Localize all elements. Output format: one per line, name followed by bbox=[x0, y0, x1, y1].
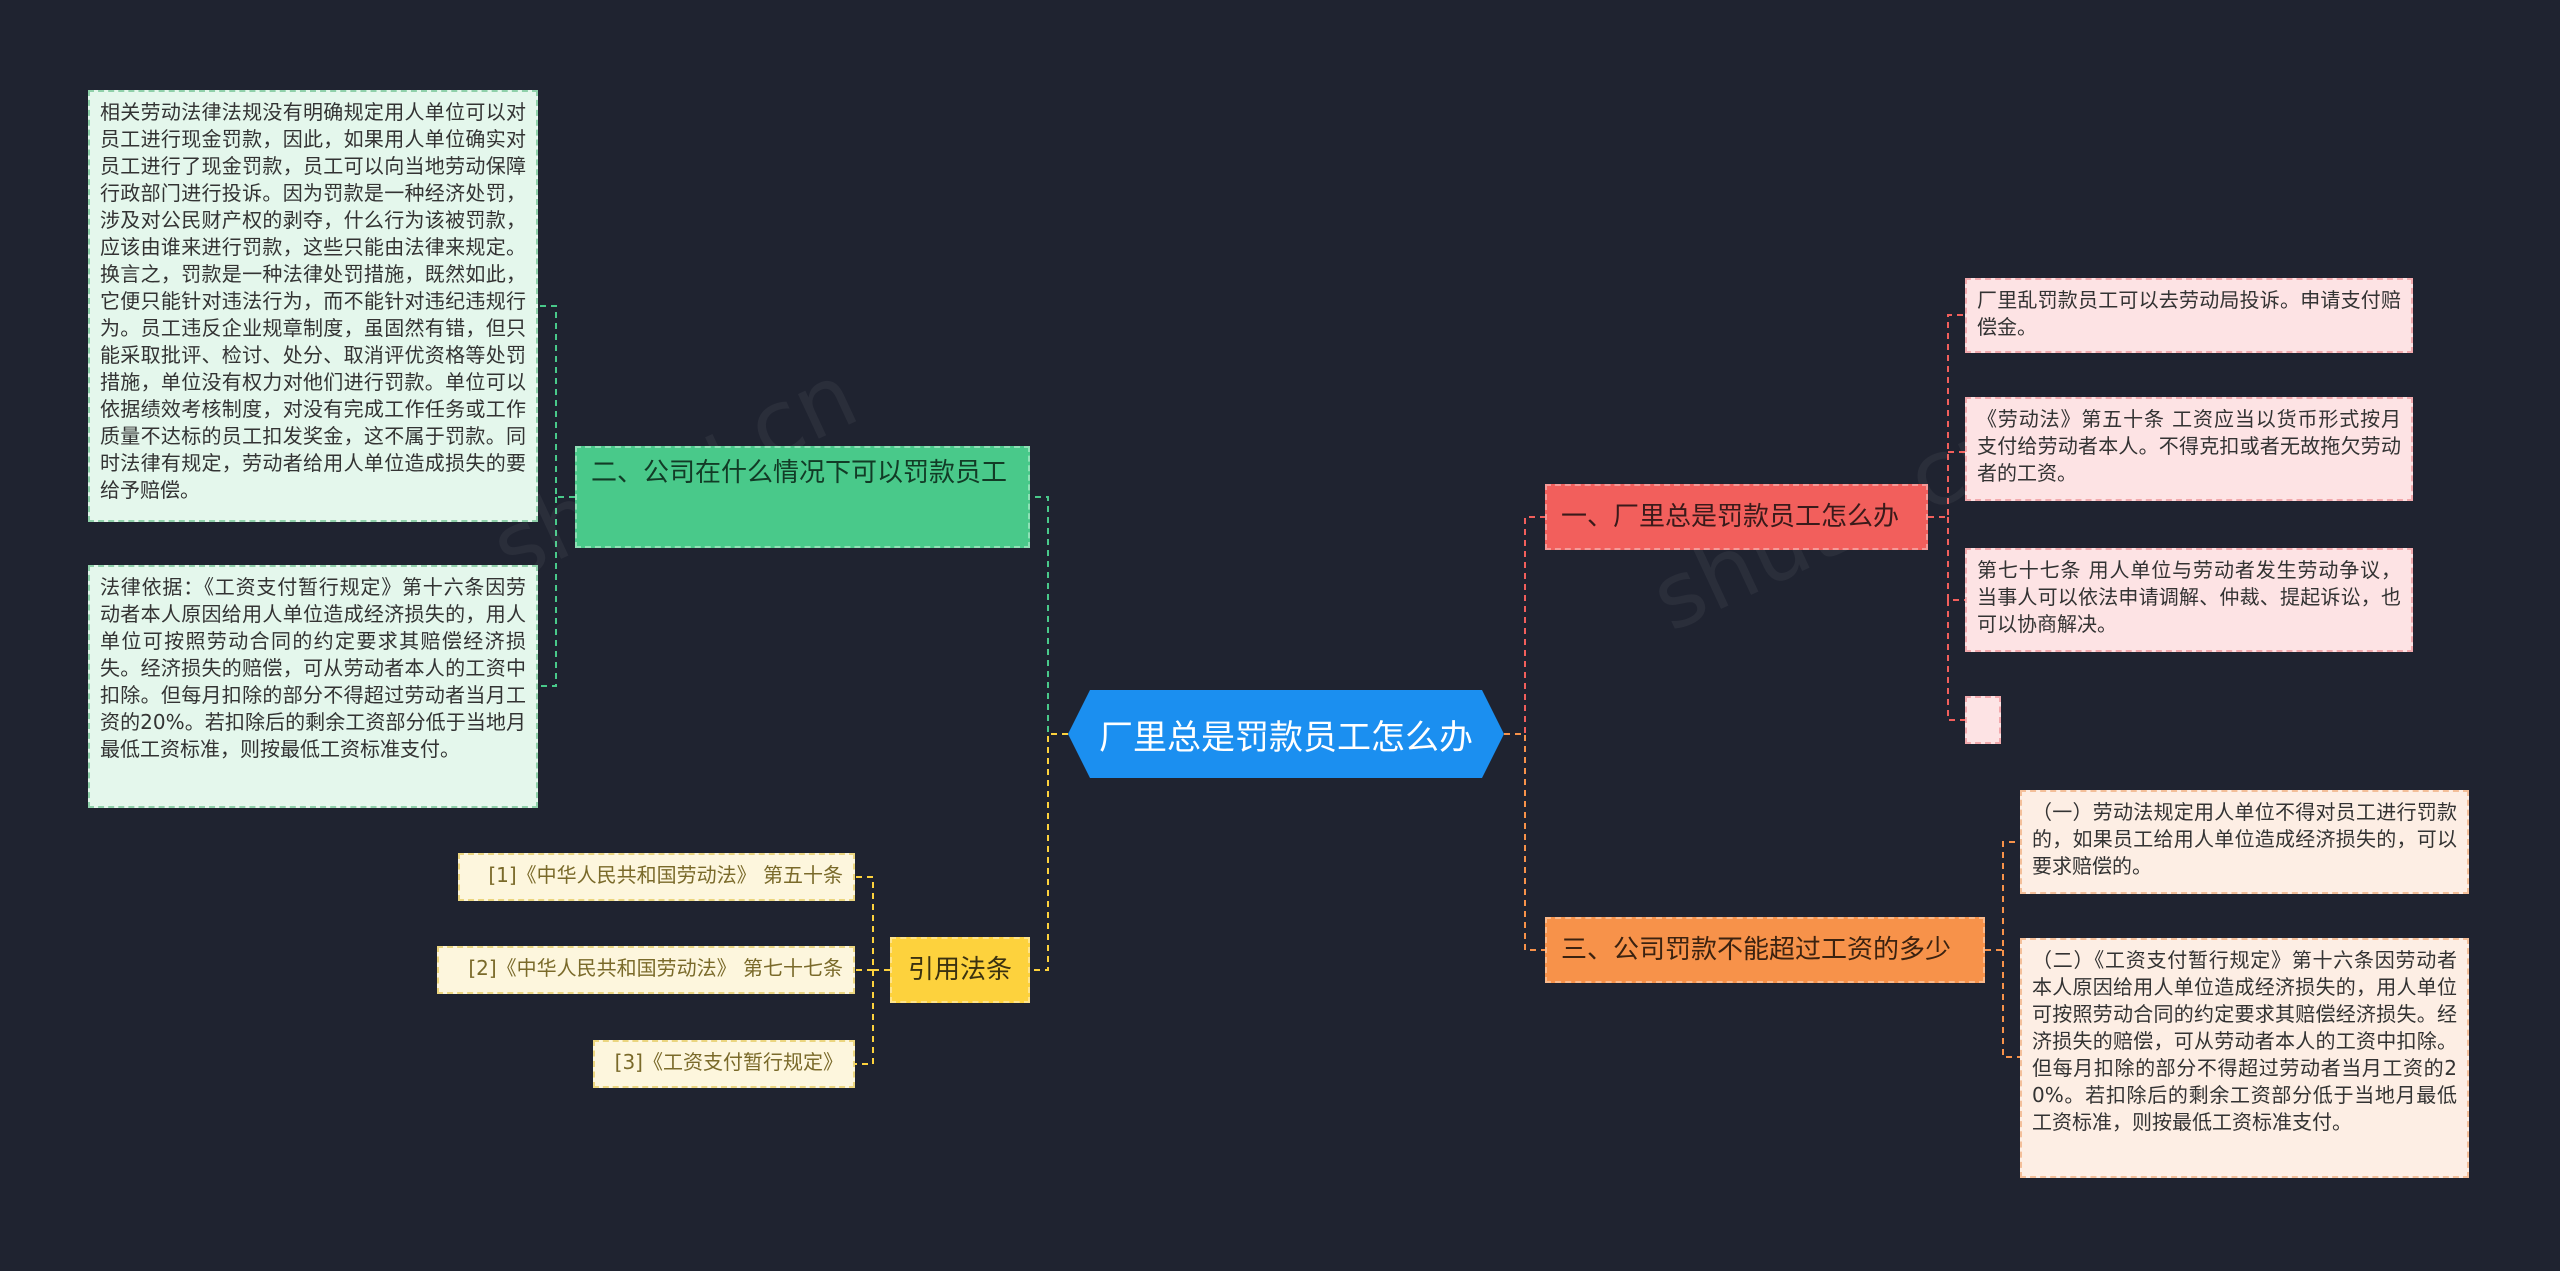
link-b3-o1 bbox=[1985, 841, 2020, 951]
leaf-o1[interactable]: （一）劳动法规定用人单位不得对员工进行罚款的，如果员工给用人单位造成经济损失的，… bbox=[2020, 790, 2469, 894]
leaf-r2-text: 《劳动法》第五十条 工资应当以货币形式按月支付给劳动者本人。不得克扣或者无故拖欠… bbox=[1977, 407, 2401, 485]
central-topic[interactable]: 厂里总是罚款员工怎么办 bbox=[1068, 690, 1504, 778]
central-topic-label: 厂里总是罚款员工怎么办 bbox=[1099, 717, 1473, 758]
leaf-r2[interactable]: 《劳动法》第五十条 工资应当以货币形式按月支付给劳动者本人。不得克扣或者无故拖欠… bbox=[1965, 397, 2413, 501]
leaf-o1-text: （一）劳动法规定用人单位不得对员工进行罚款的，如果员工给用人单位造成经济损失的，… bbox=[2032, 800, 2457, 878]
leaf-g1[interactable]: 相关劳动法律法规没有明确规定用人单位可以对员工进行现金罚款，因此，如果用人单位确… bbox=[88, 90, 538, 522]
leaf-o2-text: （二）《工资支付暂行规定》第十六条因劳动者本人原因给用人单位造成经济损失的，用人… bbox=[2032, 948, 2457, 1134]
leaf-y1-text: [1]《中华人民共和国劳动法》 第五十条 bbox=[488, 863, 843, 887]
branch-node-1[interactable]: 一、厂里总是罚款员工怎么办 bbox=[1545, 484, 1928, 550]
link-b3-o2 bbox=[2002, 950, 2020, 1058]
link-center-b2 bbox=[1030, 496, 1068, 735]
link-center-b1 bbox=[1504, 516, 1545, 735]
link-b4-y1 bbox=[855, 876, 890, 971]
leaf-y3-text: [3]《工资支付暂行规定》 bbox=[614, 1050, 843, 1074]
branch-node-3[interactable]: 三、公司罚款不能超过工资的多少 bbox=[1545, 917, 1985, 983]
leaf-r3[interactable]: 第七十七条 用人单位与劳动者发生劳动争议，当事人可以依法申请调解、仲裁、提起诉讼… bbox=[1965, 548, 2413, 652]
link-b2-g2 bbox=[538, 497, 557, 687]
leaf-y1[interactable]: [1]《中华人民共和国劳动法》 第五十条 bbox=[458, 853, 855, 901]
link-b1-r1 bbox=[1928, 314, 1965, 518]
branch-node-4[interactable]: 引用法条 bbox=[890, 937, 1030, 1003]
link-b1-r3 bbox=[1947, 517, 1965, 601]
branch-label-1: 一、厂里总是罚款员工怎么办 bbox=[1561, 502, 1900, 532]
branch-label-4: 引用法条 bbox=[907, 955, 1012, 985]
link-center-b4 bbox=[1030, 733, 1068, 971]
leaf-y3[interactable]: [3]《工资支付暂行规定》 bbox=[593, 1040, 855, 1088]
leaf-r4[interactable] bbox=[1965, 696, 2001, 744]
branch-label-2: 二、公司在什么情况下可以罚款员工 bbox=[591, 458, 1008, 488]
link-center-b3 bbox=[1504, 733, 1545, 951]
leaf-y2-text: [2]《中华人民共和国劳动法》 第七十七条 bbox=[468, 956, 843, 980]
leaf-r3-text: 第七十七条 用人单位与劳动者发生劳动争议，当事人可以依法申请调解、仲裁、提起诉讼… bbox=[1977, 558, 2401, 636]
leaf-g2-text: 法律依据：《工资支付暂行规定》第十六条因劳动者本人原因给用人单位造成经济损失的，… bbox=[100, 575, 526, 761]
leaf-g1-text: 相关劳动法律法规没有明确规定用人单位可以对员工进行现金罚款，因此，如果用人单位确… bbox=[100, 100, 526, 502]
leaf-g2[interactable]: 法律依据：《工资支付暂行规定》第十六条因劳动者本人原因给用人单位造成经济损失的，… bbox=[88, 565, 538, 808]
leaf-r1-text: 厂里乱罚款员工可以去劳动局投诉。申请支付赔偿金。 bbox=[1977, 288, 2401, 339]
leaf-o2[interactable]: （二）《工资支付暂行规定》第十六条因劳动者本人原因给用人单位造成经济损失的，用人… bbox=[2020, 938, 2469, 1178]
link-b4-y3 bbox=[855, 970, 874, 1065]
link-b2-g1 bbox=[538, 305, 575, 498]
leaf-y2[interactable]: [2]《中华人民共和国劳动法》 第七十七条 bbox=[437, 946, 855, 994]
branch-label-3: 三、公司罚款不能超过工资的多少 bbox=[1561, 935, 1952, 965]
link-b1-r4 bbox=[1947, 600, 1965, 721]
leaf-r1[interactable]: 厂里乱罚款员工可以去劳动局投诉。申请支付赔偿金。 bbox=[1965, 278, 2413, 353]
branch-node-2[interactable]: 二、公司在什么情况下可以罚款员工 bbox=[575, 446, 1030, 548]
